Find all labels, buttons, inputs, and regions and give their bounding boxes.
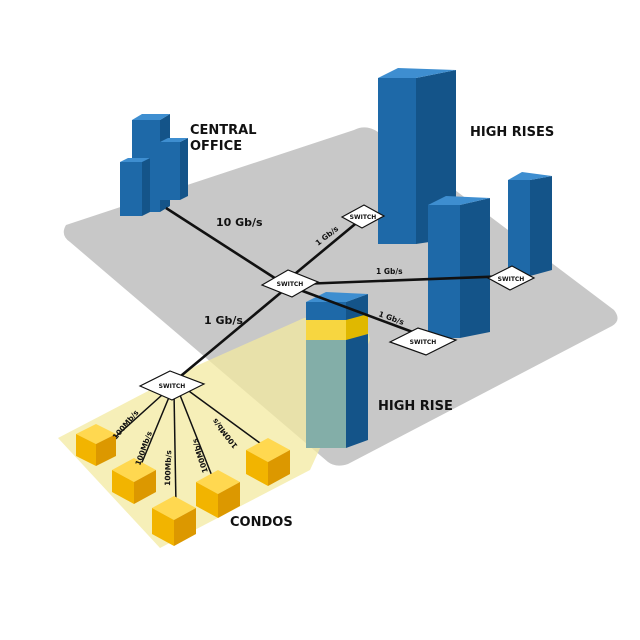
link-backbone (165, 206, 285, 286)
switch-label: SWITCH (410, 339, 437, 346)
condo-unit (196, 470, 240, 518)
switch-label: SWITCH (350, 214, 377, 221)
high-rise-tower-right (508, 172, 552, 276)
label-backbone: 10 Gb/s (216, 216, 263, 229)
condo-unit (246, 438, 290, 486)
link-condo-2 (137, 389, 173, 473)
switch-upper: SWITCH (340, 204, 386, 229)
link-gig-lower-right (299, 288, 419, 336)
switch-central: SWITCH (260, 269, 320, 298)
link-gig-left (175, 289, 285, 381)
central-office-building (120, 114, 188, 216)
label-high-rise: HIGH RISE (378, 399, 453, 414)
label-central-office: CENTRAL (190, 123, 257, 138)
switch-condo: SWITCH (138, 370, 206, 401)
switch-lower: SWITCH (388, 327, 458, 356)
link-gig-upper (289, 218, 361, 280)
label-gig-right: 1 Gb/s (376, 267, 403, 276)
switch-label: SWITCH (498, 276, 525, 283)
link-condo-4 (177, 389, 213, 477)
switch-right: SWITCH (486, 265, 536, 291)
high-rise-tower-middle (428, 196, 490, 338)
link-gig-right (299, 274, 511, 286)
label-condos: CONDOS (230, 515, 293, 530)
label-high-rises: HIGH RISES (470, 125, 554, 140)
link-condo-5 (181, 385, 265, 447)
switch-label: SWITCH (159, 383, 186, 390)
label-central-office-line2: OFFICE (190, 139, 242, 154)
label-condo-3: 100Mb/s (163, 450, 173, 487)
condo-unit (76, 424, 116, 466)
high-rise-featured (306, 292, 368, 448)
switch-label: SWITCH (277, 281, 304, 288)
condo-unit (152, 496, 196, 546)
label-gig-left: 1 Gb/s (204, 314, 243, 327)
link-condo-3 (173, 391, 177, 507)
condo-unit (112, 458, 156, 504)
